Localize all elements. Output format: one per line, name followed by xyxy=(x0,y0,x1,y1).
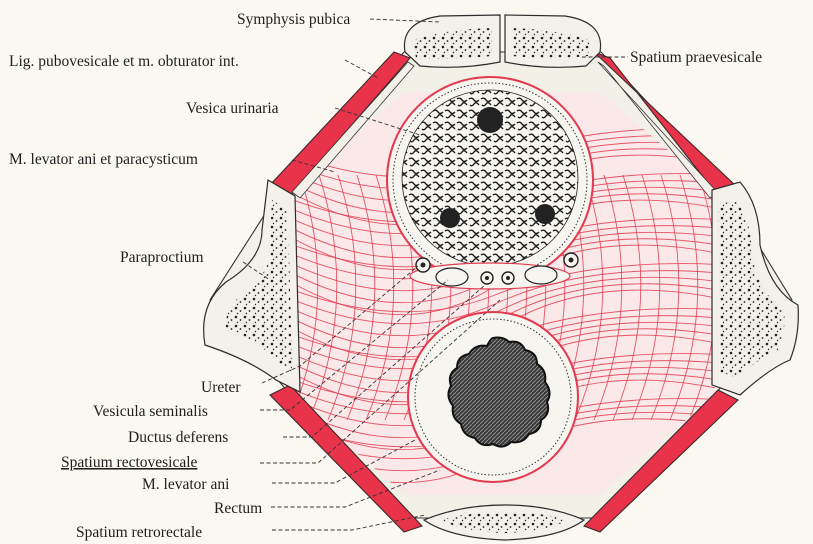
label-paraproctium: Paraproctium xyxy=(120,249,204,266)
label-symphysis: Symphysis pubica xyxy=(237,11,350,28)
vesicula-right xyxy=(525,266,557,284)
label-lig-pubovesicale: Lig. pubovesicale et m. obturator int. xyxy=(9,53,239,70)
label-vesicula: Vesicula seminalis xyxy=(93,403,208,420)
label-vesica: Vesica urinaria xyxy=(186,100,279,117)
label-spatium-praevesicale: Spatium praevesicale xyxy=(630,49,762,66)
label-retrorectale: Spatium retrorectale xyxy=(76,524,202,541)
label-ureter: Ureter xyxy=(201,379,241,396)
label-levator-ani: M. levator ani xyxy=(142,476,230,493)
label-levator-paracysticum: M. levator ani et paracysticum xyxy=(9,151,198,168)
label-rectovesicale: Spatium rectovesicale xyxy=(61,454,198,471)
label-ductus: Ductus deferens xyxy=(128,429,228,446)
label-rectum: Rectum xyxy=(214,500,262,517)
vesicula-left xyxy=(436,268,468,286)
